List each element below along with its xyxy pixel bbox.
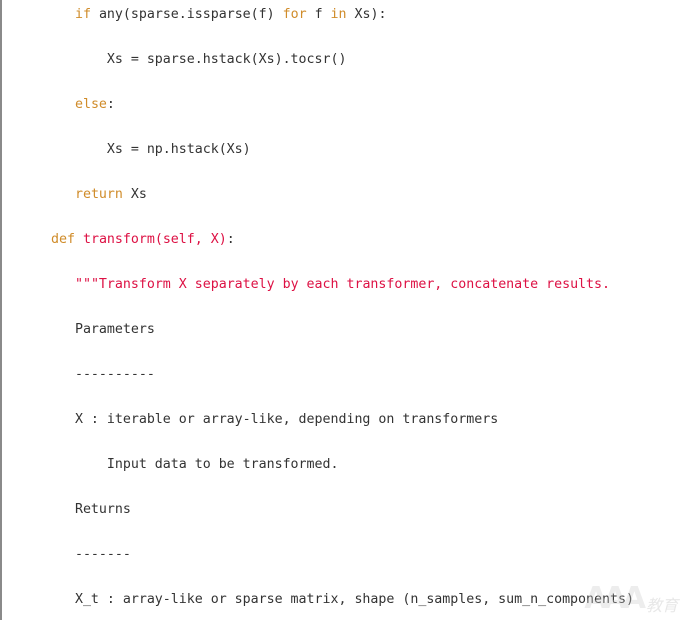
code-line: ------- bbox=[51, 540, 634, 585]
watermark-mark: AAA bbox=[584, 581, 646, 616]
code-line: Returns bbox=[51, 495, 634, 540]
code-text bbox=[51, 277, 75, 292]
code-text: Input data to be transformed. bbox=[51, 457, 339, 472]
code-text bbox=[51, 187, 75, 202]
code-line: return Xs bbox=[51, 180, 634, 225]
code-line: else: bbox=[51, 90, 634, 135]
code-line: Xs = np.hstack(Xs) bbox=[51, 135, 634, 180]
code-text: : bbox=[106, 97, 115, 112]
code-text bbox=[75, 232, 83, 247]
code-line: X : iterable or array-like, depending on… bbox=[51, 405, 634, 450]
code-keyword: in bbox=[330, 7, 347, 22]
code-keyword: for bbox=[282, 7, 307, 22]
code-text: f bbox=[306, 7, 331, 22]
code-text: Xs): bbox=[346, 7, 387, 22]
code-block: if any(sparse.issparse(f) for f in Xs): … bbox=[51, 0, 634, 630]
code-text: X : iterable or array-like, depending on… bbox=[51, 412, 499, 427]
code-text bbox=[51, 7, 75, 22]
code-line: Xs = sparse.hstack(Xs).tocsr() bbox=[51, 45, 634, 90]
window-left-border bbox=[0, 0, 2, 620]
code-line: X_t : array-like or sparse matrix, shape… bbox=[51, 585, 634, 630]
code-text: ------- bbox=[51, 547, 131, 562]
code-keyword: else bbox=[74, 97, 107, 112]
code-line: def transform(self, X): bbox=[51, 225, 634, 270]
code-line: Input data to be transformed. bbox=[51, 450, 634, 495]
code-line: ---------- bbox=[51, 360, 634, 405]
code-line: if any(sparse.issparse(f) for f in Xs): bbox=[51, 0, 634, 45]
code-text: Xs = sparse.hstack(Xs).tocsr() bbox=[51, 52, 347, 67]
code-text: : bbox=[226, 232, 235, 247]
code-text: ---------- bbox=[51, 367, 155, 382]
code-line: """Transform X separately by each transf… bbox=[51, 270, 634, 315]
code-text: Xs bbox=[122, 187, 147, 202]
code-text: Parameters bbox=[51, 322, 155, 337]
code-text: Returns bbox=[51, 502, 131, 517]
code-line: Parameters bbox=[51, 315, 634, 360]
code-text: X_t : array-like or sparse matrix, shape… bbox=[51, 592, 634, 607]
code-function-name: transform(self, X) bbox=[82, 232, 227, 247]
code-text: any(sparse.issparse(f) bbox=[90, 7, 283, 22]
code-keyword: def bbox=[51, 232, 75, 247]
code-keyword: return bbox=[74, 187, 123, 202]
code-string: """Transform X separately by each transf… bbox=[74, 277, 610, 292]
watermark-text: 教育 bbox=[645, 596, 678, 615]
watermark-logo: AAA 教育 bbox=[584, 581, 678, 616]
code-text: Xs = np.hstack(Xs) bbox=[51, 142, 251, 157]
code-text bbox=[51, 97, 75, 112]
code-keyword: if bbox=[74, 7, 91, 22]
